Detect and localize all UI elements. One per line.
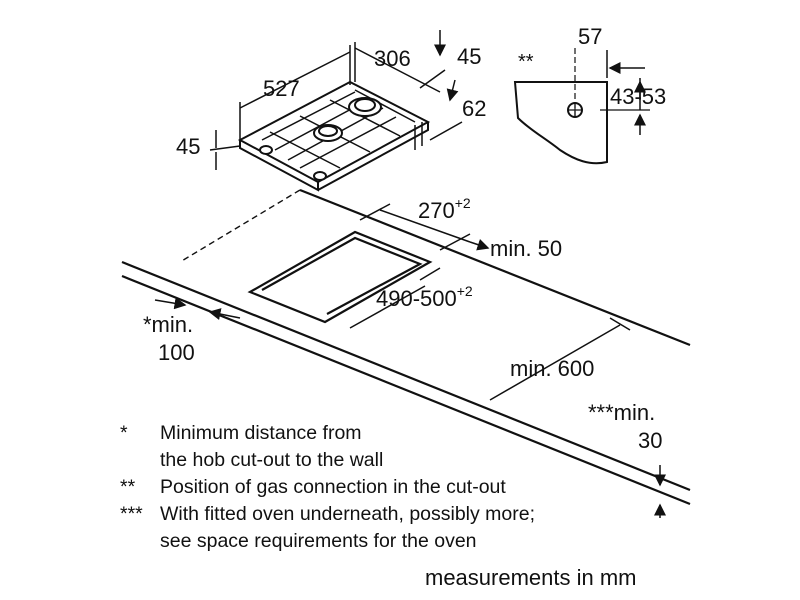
wall-clearance-label: *min. [143,312,193,337]
footnote-item: * Minimum distance from the hob cut-out … [120,420,535,474]
footnote-text: Position of gas connection in the cut-ou… [160,476,506,498]
footnote-legend: * Minimum distance from the hob cut-out … [120,420,535,555]
units-label: measurements in mm [425,565,637,590]
hob-dimension-lines [209,30,463,170]
hob-width-depth: 527 [263,76,300,101]
footnote-item: *** With fitted oven underneath, possibl… [120,501,535,555]
footnote-mark: ** [120,476,136,498]
footnote-text: the hob cut-out to the wall [160,449,384,471]
detail-height-range: 43-53 [610,84,666,109]
cutout-dimension-lines [154,203,666,518]
footnote-text: With fitted oven underneath, possibly mo… [160,503,536,525]
hob-depth-side: 62 [462,96,486,121]
hob-width-front: 306 [374,46,411,71]
rear-clearance: min. 50 [490,236,562,261]
wall-clearance-value: 100 [158,340,195,365]
footnote-item: ** Position of gas connection in the cut… [120,474,535,501]
hob-height-top: 45 [457,44,481,69]
front-depth-min: min. 600 [510,356,594,381]
cutout-width: 490-500+2 [376,283,473,311]
gas-connection-detail [513,48,650,165]
cutout-depth: 270+2 [418,195,471,223]
oven-clearance-value: 30 [638,428,662,453]
footnote-mark: * [120,422,128,444]
footnote-mark: *** [120,503,143,525]
hob-height-left: 45 [176,134,200,159]
detail-offset: 57 [578,24,602,49]
oven-clearance-label: ***min. [588,400,655,425]
footnote-text: see space requirements for the oven [160,530,477,552]
footnote-text: Minimum distance from [160,422,362,444]
gas-connection-marker: ** [518,51,534,73]
hob-drawing [237,80,431,192]
